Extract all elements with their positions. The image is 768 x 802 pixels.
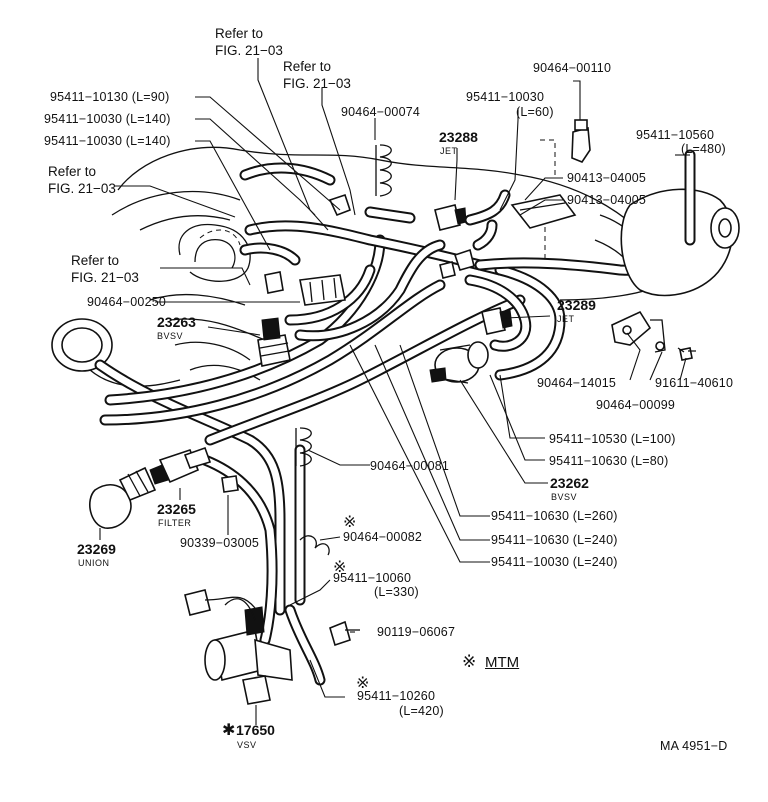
component-number-23263: 23263: [157, 314, 196, 330]
component-number-23269: 23269: [77, 541, 116, 557]
bvsv-23263-part: [257, 317, 291, 367]
jet-23289: [481, 307, 513, 335]
component-number-23265: 23265: [157, 501, 196, 517]
refer-to-label-2: Refer to: [283, 59, 332, 74]
diagram-code: MA 4951−D: [660, 739, 728, 753]
air-cleaner-part: [51, 318, 181, 387]
part-label-90464-00250: 90464−00250: [87, 295, 167, 309]
clip-00082: [299, 535, 330, 556]
part-label-95411-10130: 95411−10130 (L=90): [50, 90, 170, 104]
part-label-90464-00074: 90464−00074: [341, 105, 421, 119]
part-label-95411-10530: 95411−10530 (L=100): [549, 432, 676, 446]
part-label-95411-10060: 95411−10060: [333, 571, 412, 585]
spring-clip-00081: [295, 427, 312, 467]
part-label-l330: (L=330): [374, 585, 419, 599]
bracket-14015: [611, 310, 666, 353]
filter-23265-part: [149, 446, 212, 485]
part-label-l420: (L=420): [399, 704, 444, 718]
part-label-95411-10630-l240: 95411−10630 (L=240): [491, 533, 618, 547]
component-type-filter-23265: FILTER: [158, 518, 192, 528]
refer-fig-label-4: FIG. 21−03: [71, 270, 139, 285]
part-label-91611-40610: 91611−40610: [655, 376, 734, 390]
part-label-95411-10030-l240: 95411−10030 (L=240): [491, 555, 618, 569]
jet-23288: [434, 204, 467, 231]
part-label-90119-06067: 90119−06067: [377, 625, 456, 639]
part-label-l480: (L=480): [681, 142, 726, 156]
connector-00250: [299, 274, 346, 306]
clip-00110: [540, 119, 591, 260]
component-number-17650: 17650: [236, 722, 275, 738]
asterisk-10060: ※: [333, 559, 347, 576]
refer-to-label-4: Refer to: [71, 253, 120, 268]
component-type-vsv-17650: VSV: [237, 740, 257, 750]
bracket-04005: [510, 194, 577, 229]
component-type-union-23269: UNION: [78, 558, 110, 568]
screw-06067: [329, 620, 360, 647]
part-label-90413-04005-b: 90413−04005: [567, 193, 647, 207]
part-label-90339-03005: 90339−03005: [180, 536, 260, 550]
component-type-bvsv-23262: BVSV: [551, 492, 578, 502]
part-label-95411-10030-b: 95411−10030 (L=140): [44, 134, 171, 148]
component-type-bvsv-23263: BVSV: [157, 331, 184, 341]
part-label-90464-00082: 90464−00082: [343, 530, 423, 544]
part-label-90413-04005-a: 90413−04005: [567, 171, 647, 185]
canister-part: [620, 149, 740, 297]
union-23269-part: [89, 466, 157, 529]
refer-to-label-3: Refer to: [48, 164, 97, 179]
refer-fig-label-1: FIG. 21−03: [215, 43, 283, 58]
refer-fig-label-3: FIG. 21−03: [48, 181, 116, 196]
mtm-legend-mark: ※: [462, 652, 477, 672]
leader-lines: [99, 58, 690, 725]
star-17650: ✱: [222, 722, 236, 739]
spring-clip-00074: [375, 144, 392, 197]
bolt-40610: [677, 347, 696, 361]
component-number-23262: 23262: [550, 475, 589, 491]
small-clips: [264, 193, 475, 294]
asterisk-10260: ※: [356, 675, 370, 692]
part-label-90464-00081: 90464−00081: [370, 459, 450, 473]
part-label-95411-10030-a: 95411−10030 (L=140): [44, 112, 171, 126]
refer-fig-label-2: FIG. 21−03: [283, 76, 351, 91]
part-label-90464-00110: 90464−00110: [533, 61, 612, 75]
part-label-95411-10260: 95411−10260: [357, 689, 436, 703]
part-label-95411-10630-l260: 95411−10630 (L=260): [491, 509, 618, 523]
part-label-95411-10560: 95411−10560: [636, 128, 715, 142]
mtm-legend-text: MTM: [485, 654, 520, 671]
part-label-l60: (L=60): [516, 105, 554, 119]
part-label-90464-00099: 90464−00099: [596, 398, 676, 412]
component-number-23289: 23289: [557, 297, 596, 313]
refer-to-label-1: Refer to: [215, 26, 264, 41]
vsv-17650-part: [184, 589, 293, 705]
hose-bundle: [94, 162, 696, 686]
part-label-95411-10030-l60: 95411−10030: [466, 90, 545, 104]
asterisk-00082: ※: [343, 514, 357, 531]
component-type-jet-23288: JET: [440, 146, 458, 156]
bvsv-23262-part: [429, 341, 489, 384]
part-03005: [221, 475, 239, 493]
part-label-95411-10630-l80: 95411−10630 (L=80): [549, 454, 669, 468]
component-number-23288: 23288: [439, 129, 478, 145]
part-label-90464-14015: 90464−14015: [537, 376, 617, 390]
component-type-jet-23289: JET: [557, 314, 575, 324]
